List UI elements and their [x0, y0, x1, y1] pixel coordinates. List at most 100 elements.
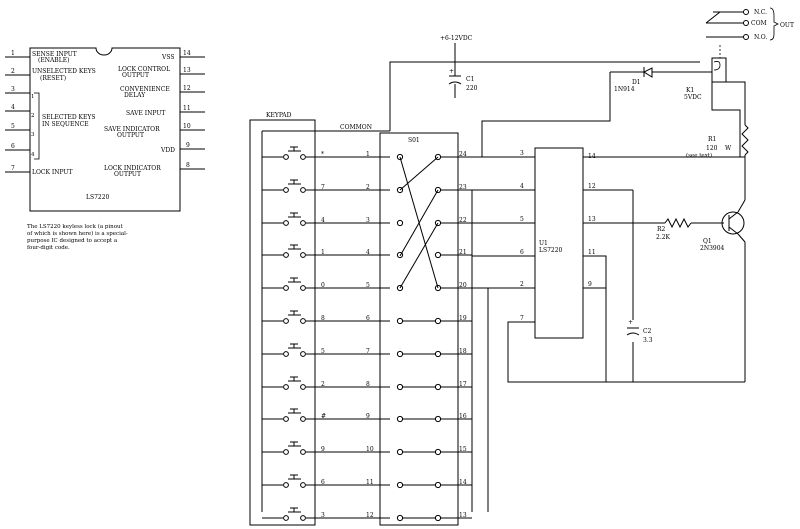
switch-contact-row: 2 23: [366, 184, 472, 194]
ic-pin-number: 13: [183, 67, 191, 74]
u1-pin: 3: [520, 150, 524, 157]
caption-line: of which is shown here) is a special-: [27, 230, 128, 237]
u1-pin: 6: [520, 249, 524, 256]
ic-pin-number: 4: [11, 104, 15, 111]
switch-pin-right: 24: [459, 151, 467, 158]
keypad-key-label: 5: [321, 348, 325, 355]
ic-pin-3: 3: [5, 86, 30, 94]
keypad-key-label: 1: [321, 249, 325, 256]
keypad-key-label: 3: [321, 512, 325, 519]
caption-line: The LS7220 keyless lock (a pinout: [27, 223, 124, 230]
switch-pin-left: 8: [366, 381, 370, 388]
d1-part: 1N914: [614, 86, 635, 93]
keypad-key: 8: [262, 310, 390, 324]
relay-out-label: OUT: [780, 22, 794, 29]
relay-k1: K1 5VDC N.C. COM N.O. OUT: [684, 7, 794, 101]
common-label: COMMON: [340, 124, 372, 131]
keypad-key: *: [262, 146, 390, 160]
ic-pin-12: 12 CONVENIENCE DELAY: [120, 85, 205, 99]
power-supply: +6-12VDC + C1 220: [440, 35, 478, 98]
keypad-key-label: *: [321, 151, 324, 158]
keypad-key: 5: [262, 343, 390, 357]
keypad-key-label: 8: [321, 315, 325, 322]
ic-pin-sublabel: (RESET): [40, 75, 66, 82]
keypad-key: 6: [262, 474, 390, 488]
keypad-key-label: 0: [321, 282, 325, 289]
ic-pin-1: 1 SENSE INPUT (ENABLE): [5, 50, 77, 64]
switch-pin-left: 6: [366, 315, 370, 322]
keypad-key: 9: [262, 441, 390, 455]
r2-value: 2.2K: [656, 234, 671, 241]
r1-unit: W: [725, 145, 732, 152]
coil-supply-wire: [726, 81, 746, 125]
switch-pin-right: 15: [459, 446, 467, 453]
keypad-frame: [249, 119, 316, 526]
keypad-key-label: 9: [321, 446, 325, 453]
ic-pin-label: VDD: [160, 147, 175, 154]
selected-keys-label: SELECTED KEYS: [42, 114, 95, 121]
switch-pin-right: 21: [459, 249, 467, 256]
keypad-key: 3: [262, 507, 390, 521]
ic-right-pins: 14 VSS 13 LOCK CONTROL OUTPUT 12 CONVENI…: [104, 50, 205, 178]
keypad-key: 4: [262, 212, 390, 226]
r1-value: 120: [706, 145, 718, 152]
supply-label: +6-12VDC: [440, 35, 473, 42]
switch-pin-right: 18: [459, 348, 467, 355]
switch-pin-right: 14: [459, 479, 467, 486]
switch-pin-left: 2: [366, 184, 370, 191]
u1-pin: 13: [588, 216, 596, 223]
common-bus-wire: [389, 61, 700, 131]
ic-pin-number: 9: [186, 142, 190, 149]
u1-pin: 7: [520, 315, 524, 322]
code-links: [399, 156, 439, 289]
ic-pin-number: 14: [183, 50, 191, 57]
c1-value: 220: [466, 85, 478, 92]
ic-pin-label: VSS: [161, 54, 174, 61]
ic-pin-number: 5: [11, 123, 15, 130]
ic-pin-6: 6: [5, 143, 30, 151]
switch-pin-right: 13: [459, 512, 467, 519]
capacitor-c2: + C2 3.3: [626, 319, 653, 344]
relay-coil: [711, 57, 727, 83]
selected-keys-sublabel: IN SEQUENCE: [42, 121, 89, 128]
keypad-key: #: [262, 408, 390, 422]
switch-pin-right: 16: [459, 413, 467, 420]
ic-pin-number: 3: [11, 86, 15, 93]
q1-ref: Q1: [703, 238, 712, 245]
u1-pin: 11: [588, 249, 596, 256]
selected-keys-bracket: 1 2 3 4 SELECTED KEYS IN SEQUENCE: [31, 92, 95, 160]
keypad-key-label: #: [321, 413, 326, 420]
bracket-number: 2: [31, 113, 35, 119]
ic-pin-sublabel: OUTPUT: [122, 72, 149, 79]
bracket-number: 1: [31, 94, 35, 100]
r1-ref: R1: [708, 136, 716, 143]
k1-ref: K1: [686, 87, 694, 94]
k1-value: 5VDC: [684, 94, 702, 101]
caption-line: four-digit code.: [27, 245, 70, 251]
c2-ref: C2: [643, 328, 652, 335]
ic-pin-label: CONVENIENCE: [120, 86, 170, 93]
u1-pin: 2: [520, 281, 524, 288]
ic-pinout: 1 SENSE INPUT (ENABLE) 2 UNSELECTED KEYS…: [5, 47, 205, 212]
ic-pin-number: 7: [11, 165, 15, 172]
switch-pin-right: 23: [459, 184, 467, 191]
u1-pin: 5: [520, 216, 524, 223]
ic-pin-sublabel: (ENABLE): [38, 57, 69, 64]
c2-value: 3.3: [643, 337, 653, 344]
transistor-q1: Q1 2N3904: [700, 199, 746, 382]
u1-part: LS7220: [539, 247, 563, 254]
u1-pin: 4: [520, 183, 524, 190]
ic-pin-13: 13 LOCK CONTROL OUTPUT: [118, 66, 205, 79]
keypad-key: 0: [262, 277, 390, 291]
u1-pin: 12: [588, 183, 596, 190]
